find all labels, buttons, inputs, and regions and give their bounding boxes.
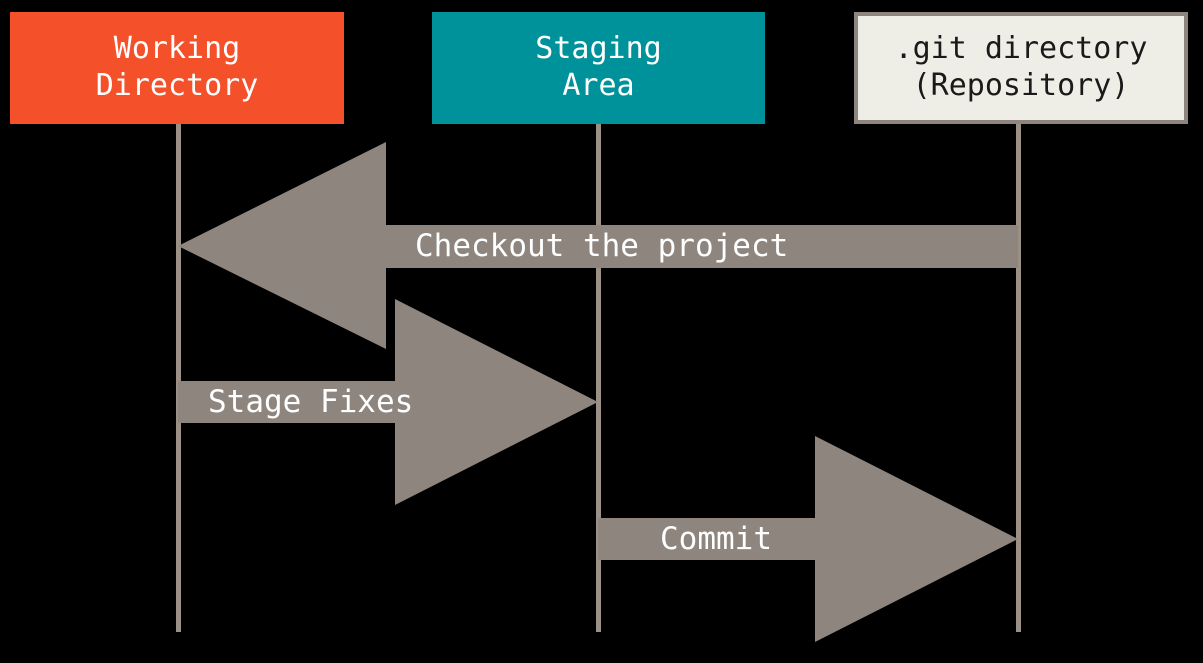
arrow-label-commit: Commit (660, 521, 772, 557)
lifeline-staging-area (596, 124, 601, 632)
arrow-label-stage-fixes: Stage Fixes (208, 384, 414, 420)
stage-fixes-arrow-icon (178, 299, 598, 505)
node-working-directory: Working Directory (10, 12, 344, 124)
checkout-arrow-icon (178, 142, 1018, 349)
arrow-label-checkout: Checkout the project (415, 228, 789, 264)
node-git-directory: .git directory (Repository) (854, 12, 1188, 124)
node-staging-area: Staging Area (432, 12, 765, 124)
lifeline-git-directory (1016, 124, 1021, 632)
commit-arrow-icon (598, 436, 1018, 642)
lifeline-working-directory (176, 124, 181, 632)
